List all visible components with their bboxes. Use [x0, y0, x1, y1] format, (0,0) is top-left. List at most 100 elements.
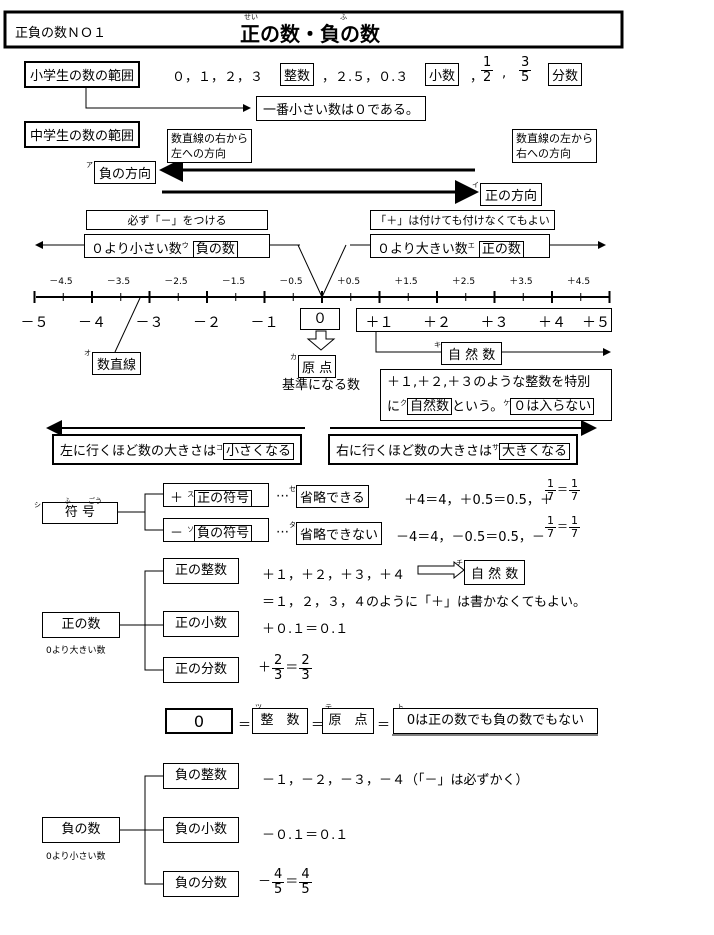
frac-den: 5 — [301, 881, 310, 897]
plus-omit-rule: 省略できる — [296, 485, 369, 508]
frac-den: 3 — [301, 667, 310, 683]
mark-ki: キ — [434, 341, 441, 349]
frac-num: 1 — [569, 477, 580, 491]
less-than-zero-box: ０より小さい数ウ 負の数 — [84, 234, 270, 258]
mark-so: ソ — [187, 525, 195, 534]
callout-line: 数直線の右から — [171, 132, 248, 145]
positive-integer-label: ＋４ — [538, 315, 566, 331]
ruby-fu: ふ — [64, 497, 71, 505]
natural-note-line1: ＋１,＋２,＋３のような整数を特別 — [387, 375, 591, 390]
equals-3: ＝ — [377, 718, 391, 733]
mark-ke: ケ — [503, 399, 511, 407]
mark-se: セ — [289, 485, 296, 493]
equals: ＝ — [557, 483, 568, 497]
callout-line: 左への方向 — [171, 147, 226, 160]
elementary-integers: ０，１，２，３ — [172, 70, 264, 85]
frac-num: 1 — [545, 477, 556, 491]
positive-decimal-label: 正の小数 — [163, 611, 239, 637]
natural-note-ni: に — [387, 399, 401, 415]
less-than-zero-text: ０より小さい数 — [91, 242, 182, 257]
half-tick-label: －0.5 — [279, 277, 303, 287]
half-tick-label: ＋2.5 — [451, 277, 476, 287]
positive-number-sub: 0より大きい数 — [46, 646, 106, 656]
equals: ＝ — [285, 874, 299, 890]
plus-example: ＋4＝4，＋0.5＝0.5，＋ — [404, 493, 553, 508]
mark-a: ア — [86, 161, 93, 169]
half-tick-label: －1.5 — [221, 277, 246, 287]
fraction-tag: 分数 — [548, 63, 583, 86]
smaller-tag: 小さくなる — [223, 443, 295, 460]
origin-note: 基準になる数 — [282, 378, 361, 393]
plus-sign: ＋ — [258, 660, 272, 676]
half-tick-label: ＋3.5 — [509, 277, 533, 287]
title-ruby-fu: ふ — [340, 13, 347, 21]
negative-direction-label: 負の方向 — [94, 161, 157, 184]
frac-den: 3 — [274, 667, 283, 683]
natural-number-tag: 自然数 — [407, 398, 453, 416]
positive-decimal-example: ＋０.１＝０.１ — [262, 622, 349, 637]
equals-2: ＝ — [311, 718, 325, 733]
positive-sign-tag: 正の符号 — [194, 490, 253, 507]
middle-range-label: 中学生の数の範囲 — [24, 121, 141, 148]
mark-ku: ク — [400, 399, 408, 407]
plus-ellipsis: …セ — [276, 485, 296, 501]
frac-den: 5 — [274, 881, 283, 897]
positive-integer-frame — [356, 308, 612, 332]
mark-shi: シ — [34, 501, 41, 509]
negative-integer-label: －４ — [78, 315, 106, 331]
frac-num: 2 — [272, 653, 285, 669]
comma: ， — [470, 70, 484, 85]
positive-fraction-label: 正の分数 — [163, 657, 239, 683]
mark-chi: チ — [456, 559, 463, 567]
mark-ko: コ — [216, 443, 224, 452]
frac-num: 1 — [545, 514, 556, 528]
zero-box: 0 — [165, 708, 233, 734]
plus-sign-box: ＋ ス正の符号 — [163, 483, 269, 507]
positive-integer-label: ＋２ — [423, 315, 451, 331]
negative-integer-example: －１，－２，－３，－４（「－」は必ずかく） — [262, 773, 529, 788]
positive-direction-label: 正の方向 — [480, 183, 543, 206]
frac-den: 7 — [571, 526, 578, 540]
negative-integer-label: －５ — [20, 315, 49, 331]
larger-tag: 大きくなる — [499, 443, 571, 460]
positive-integer-label: ＋１ — [365, 315, 394, 331]
right-direction-callout: 数直線の左から 右への方向 — [512, 129, 597, 163]
greater-than-zero-box: ０より大きい数エ 正の数 — [370, 234, 550, 258]
negative-number-label: 負の数 — [42, 817, 120, 843]
minus-ellipsis: …タ — [276, 521, 296, 537]
must-minus-note: 必ず「－」をつける — [86, 210, 268, 230]
equals: ＝ — [557, 520, 568, 534]
frac-num: 1 — [481, 55, 494, 71]
negative-integer-label: －２ — [193, 315, 221, 331]
comma-2: , — [502, 66, 507, 81]
negative-decimal-label: 負の小数 — [163, 817, 239, 843]
positive-integer-example: ＋１，＋２，＋３，＋４ — [262, 568, 406, 583]
ruby-go: ごう — [88, 497, 102, 505]
frac-num: 4 — [299, 867, 312, 883]
integer-box: 整 数 — [252, 708, 308, 734]
natural-note-iu: という。 — [452, 399, 504, 415]
half-tick-label: ＋1.5 — [394, 277, 418, 287]
negative-integer-label: －１ — [250, 315, 279, 331]
equals: ＝ — [285, 660, 299, 676]
callout-line: 数直線の左から — [516, 132, 593, 145]
half-tick-label: －2.5 — [164, 277, 188, 287]
integer-tag: 整数 — [280, 63, 315, 86]
negative-sign-tag: 負の符号 — [194, 525, 253, 542]
frac-num: 4 — [272, 867, 285, 883]
header-left-label: 正負の数ＮＯ１ — [15, 26, 107, 41]
right-larger-box: 右に行くほど数の大きさはサ大きくなる — [328, 434, 579, 465]
equals-1: ＝ — [238, 718, 252, 733]
half-tick-label: ＋4.5 — [566, 277, 591, 287]
smallest-note: 一番小さい数は０である。 — [256, 96, 426, 121]
frac-num: 2 — [299, 653, 312, 669]
elementary-decimals: ，２.５，０.３ — [322, 70, 409, 85]
elementary-range-label: 小学生の数の範囲 — [24, 61, 141, 88]
minus-sign-box: － ソ負の符号 — [163, 518, 269, 542]
frac-den: 5 — [521, 69, 530, 85]
negative-decimal-example: －０.１＝０.１ — [262, 828, 349, 843]
